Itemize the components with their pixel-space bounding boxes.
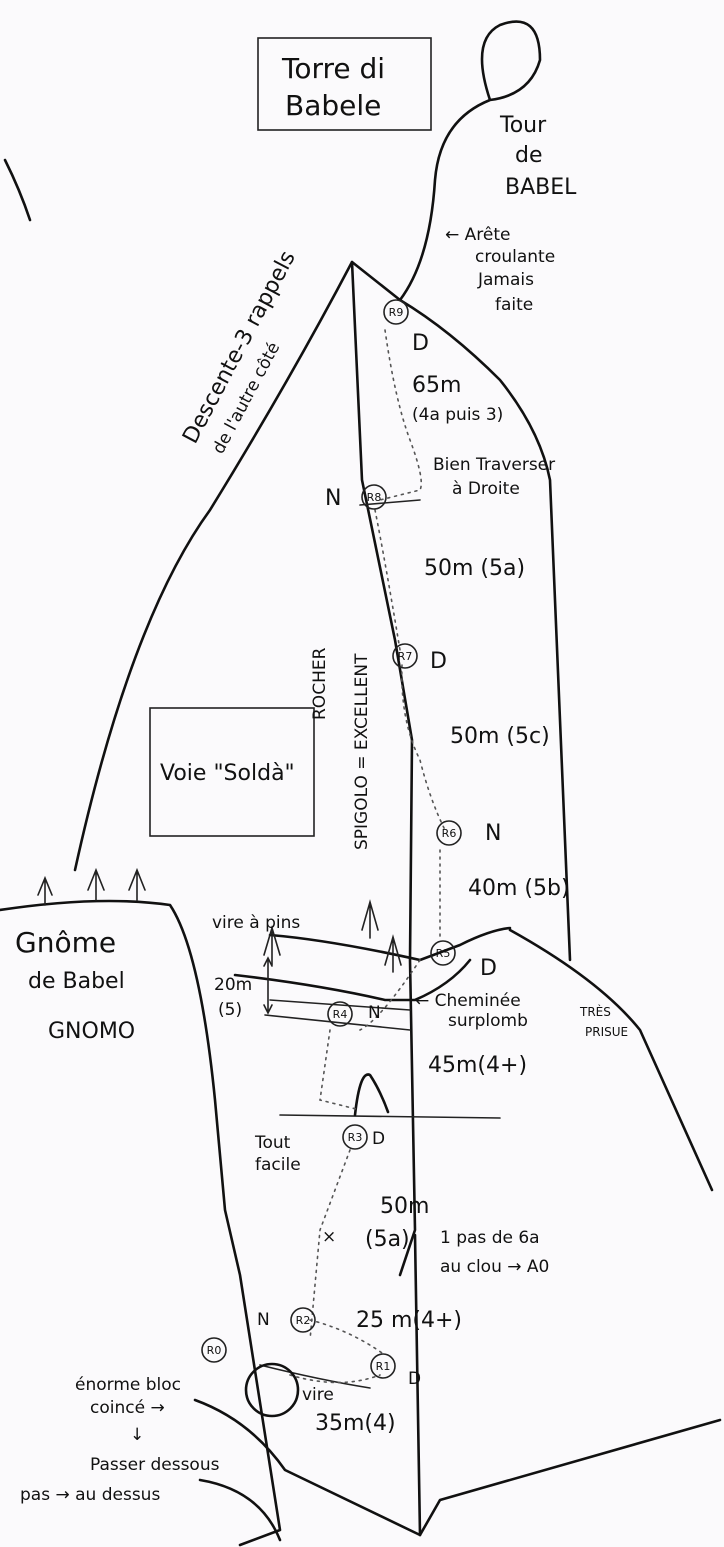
p4-length: 45m(4+) bbox=[428, 1053, 527, 1078]
p3-length: 50m bbox=[380, 1194, 429, 1219]
route-line bbox=[289, 329, 446, 1384]
start-note-line1: énorme bloc bbox=[75, 1375, 181, 1395]
belay-r4: R4 bbox=[333, 1008, 348, 1021]
p5-grade: (5) bbox=[218, 1000, 242, 1020]
p4-mark: N bbox=[368, 1003, 381, 1023]
p8-length: 50m (5a) bbox=[424, 556, 525, 581]
belay-r7: R7 bbox=[398, 650, 413, 663]
tour-line2: de bbox=[515, 143, 543, 168]
tour-line3: BABEL bbox=[505, 175, 577, 200]
route-name-box bbox=[149, 707, 315, 837]
p9-length: 65m bbox=[412, 373, 461, 398]
p4-note1: ← Cheminée bbox=[415, 991, 521, 1011]
p3-mark: D bbox=[372, 1129, 385, 1149]
arete-line3: Jamais bbox=[477, 270, 534, 290]
title-line2: Babele bbox=[285, 89, 381, 122]
rock-note-line1: ROCHER bbox=[310, 647, 330, 720]
p9-grade: (4a puis 3) bbox=[412, 405, 503, 425]
p6-length: 40m (5b) bbox=[468, 876, 570, 901]
chockstone-circle bbox=[244, 1362, 300, 1418]
route-name: Voie "Soldà" bbox=[160, 761, 295, 786]
p9-note1: Bien Traverser bbox=[433, 455, 555, 475]
gnome-outline bbox=[0, 899, 282, 1547]
arete-line2: croulante bbox=[475, 247, 555, 267]
p1-length: 35m(4) bbox=[315, 1411, 396, 1436]
pine-ledge-lines bbox=[233, 926, 512, 1002]
belay-r3: R3 bbox=[348, 1131, 363, 1144]
p9-mark: D bbox=[412, 331, 429, 356]
belay-r0: R0 bbox=[207, 1344, 222, 1357]
p5-mark: D bbox=[480, 956, 497, 981]
belay-stations: R9 R8 R7 R6 R5 R4 R3 R2 R1 R0 bbox=[201, 299, 462, 1379]
r8-ledge bbox=[359, 499, 421, 506]
p4-note3: TRÈS bbox=[579, 1004, 611, 1019]
belay-r6: R6 bbox=[442, 827, 457, 840]
right-slope-line bbox=[508, 928, 714, 1192]
bolt-mark: × bbox=[322, 1227, 336, 1247]
p7-length: 50m (5c) bbox=[450, 724, 550, 749]
gnome-line2: de Babel bbox=[28, 969, 125, 994]
belay-r2: R2 bbox=[296, 1314, 311, 1327]
p3-note2: facile bbox=[255, 1155, 301, 1175]
p8-mark: N bbox=[325, 486, 341, 511]
p3-aside1: 1 pas de 6a bbox=[440, 1228, 540, 1248]
p5-length: 20m bbox=[214, 975, 252, 995]
height-arrow bbox=[263, 956, 273, 1015]
rock-outlines bbox=[0, 20, 722, 1547]
p1-mark: D bbox=[408, 1369, 421, 1389]
start-note-line3: Passer dessous bbox=[90, 1455, 220, 1475]
arete-line bbox=[350, 260, 417, 1277]
left-edge-line bbox=[3, 158, 32, 222]
p2-mark: N bbox=[257, 1310, 270, 1330]
gnome-line3: GNOMO bbox=[48, 1019, 135, 1044]
p3-grade: (5a) bbox=[365, 1227, 410, 1252]
p3-aside2: au clou → A0 bbox=[440, 1257, 549, 1277]
tour-de-babel-outline bbox=[398, 20, 542, 302]
base-line bbox=[193, 1398, 722, 1537]
arete-line4: faite bbox=[495, 295, 533, 315]
belay-r5: R5 bbox=[436, 947, 451, 960]
rock-note-line2: SPIGOLO = EXCELLENT bbox=[352, 653, 372, 850]
p3-note1: Tout bbox=[254, 1133, 291, 1153]
arete-line1: ← Arête bbox=[445, 225, 510, 245]
start-note-line4: pas → au dessus bbox=[20, 1485, 160, 1505]
start-note-line2: coincé → bbox=[90, 1398, 165, 1418]
chimney-ledge-lines bbox=[264, 999, 411, 1031]
start-note-arrow: ↓ bbox=[130, 1425, 144, 1445]
ledge-vire: vire bbox=[302, 1385, 334, 1405]
pine-tree-icons bbox=[37, 867, 402, 973]
belay-r9: R9 bbox=[389, 306, 404, 319]
vire-line bbox=[259, 1364, 371, 1389]
p2-length: 25 m(4+) bbox=[356, 1308, 462, 1333]
tour-line1: Tour bbox=[499, 113, 547, 138]
lower-arete-line bbox=[413, 1233, 422, 1537]
ledge-line-r3 bbox=[279, 1114, 501, 1119]
title-box bbox=[257, 37, 432, 131]
base-left-line bbox=[198, 1478, 282, 1542]
p9-note2: à Droite bbox=[452, 479, 520, 499]
belay-r8: R8 bbox=[367, 491, 382, 504]
title-line1: Torre di bbox=[281, 52, 385, 85]
ledge-pines: vire à pins bbox=[212, 913, 300, 933]
belay-r1: R1 bbox=[376, 1360, 391, 1373]
p4-note2: surplomb bbox=[448, 1011, 528, 1031]
pillar-line bbox=[353, 1073, 390, 1117]
p6-mark: N bbox=[485, 821, 501, 846]
tower-outline bbox=[73, 260, 572, 962]
gnome-line1: Gnôme bbox=[15, 926, 116, 959]
p7-mark: D bbox=[430, 649, 447, 674]
p4-note4: PRISUE bbox=[585, 1025, 628, 1039]
